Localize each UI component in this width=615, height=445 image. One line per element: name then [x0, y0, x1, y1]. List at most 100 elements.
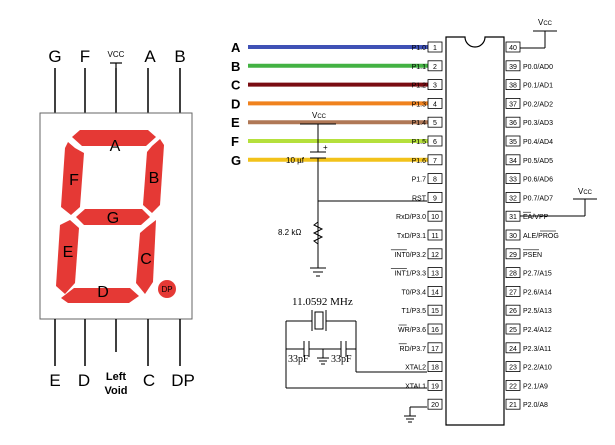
mcu-pin-number: 16 [431, 327, 439, 334]
mcu-pin-number: 5 [433, 120, 437, 127]
mcu-pin-label: RD/P3.7 [400, 346, 427, 353]
mcu-pin-number: 28 [509, 271, 517, 278]
mcu-pin-number: 1 [433, 45, 437, 52]
mcu-pin-label: P0.0/AD0 [523, 64, 553, 71]
mcu-pin-label: P0.7/AD7 [523, 195, 553, 202]
mcu-pin-label: RxD/P3.0 [396, 214, 426, 221]
mcu-pin-4: 4 P1.3 [412, 98, 443, 109]
mcu-pin-label: P1.0 [412, 45, 427, 52]
mcu-pin-number: 10 [431, 214, 439, 221]
signal-label-b: B [231, 59, 240, 74]
left-void-line-1: Left [106, 371, 127, 383]
segment-label-e: E [63, 244, 74, 261]
signal-label-g: G [231, 153, 241, 168]
pin-label-top-g: G [48, 47, 61, 66]
segment-label-a: A [110, 138, 121, 155]
mcu-pin-label: P2.1/A9 [523, 383, 548, 390]
mcu-pin-number: 15 [431, 308, 439, 315]
mcu-pin-number: 9 [433, 195, 437, 202]
mcu-pin-label: P1.5 [412, 139, 427, 146]
mcu-pin-number: 3 [433, 83, 437, 90]
mcu-pin-label: P1.3 [412, 101, 427, 108]
pin-label-bottom-e: E [49, 371, 60, 390]
mcu-pin-number: 26 [509, 308, 517, 315]
signal-line-c: C [231, 78, 432, 93]
support-circuit-labels: VCC + 10 µf 8.2 kΩ 11.0592 MHz 33pF 33pF… [278, 18, 593, 365]
mcu-pin-2: 2 P1.1 [412, 60, 443, 72]
segment-f [61, 142, 84, 215]
pin-label-top-b: B [174, 47, 185, 66]
mcu-pin-label: INT1/P3.3 [394, 271, 426, 278]
crystal-cap-left-label: 33pF [288, 354, 309, 365]
crystal-cap-right-label: 33pF [331, 354, 352, 365]
signal-line-b: B [231, 59, 432, 74]
vcc-label-pin31: VCC [578, 187, 593, 196]
mcu-pin-label: PSEN [523, 252, 542, 259]
mcu-pin-label: P2.6/A14 [523, 289, 552, 296]
mcu-pin-label: ALE/PROG [523, 233, 559, 240]
mcu-pin-number: 36 [509, 120, 517, 127]
signal-label-c: C [231, 78, 241, 93]
mcu-pin-32: 32 P0.7/AD7 [505, 191, 553, 203]
mcu-pin-26: 26 P2.5/A13 [505, 304, 552, 316]
mcu-pin-label: P2.0/A8 [523, 402, 548, 409]
mcu-pins: 1P1.02P1.13P1.24P1.35P1.46P1.57P1.68P1.7… [390, 41, 559, 410]
mcu-pin-label: P1.7 [412, 177, 427, 184]
mcu-pin-40: 40 [505, 41, 521, 53]
segment-label-f: F [69, 172, 79, 189]
mcu-pin-label: RST [412, 195, 427, 202]
left-void-line-2: Void [104, 385, 127, 397]
mcu-pin-number: 7 [433, 158, 437, 165]
mcu-pin-number: 13 [431, 271, 439, 278]
pin-label-bottom-c: C [143, 371, 155, 390]
mcu-pin-label: P1.6 [412, 158, 427, 165]
mcu-pin-label: P1.2 [412, 83, 427, 90]
mcu-pin-label: P0.4/AD4 [523, 139, 553, 146]
mcu-pin-label: P2.7/A15 [523, 271, 552, 278]
mcu-pin-number: 2 [433, 64, 437, 71]
mcu-pin-label: P1.1 [412, 64, 427, 71]
mcu-pin-label: WR/P3.6 [398, 327, 426, 334]
left-void-note: Left Void [104, 371, 127, 397]
mcu-pin-number: 11 [431, 233, 438, 240]
pin-label-top-vcc: VCC [108, 50, 125, 59]
mcu-pin-label: P2.3/A11 [523, 346, 551, 353]
mcu-pin-number: 32 [509, 195, 517, 202]
segment-e [56, 220, 79, 294]
mcu-pin-number: 4 [433, 101, 437, 108]
mcu-pin-number: 17 [431, 346, 439, 353]
support-circuit [285, 30, 597, 423]
bottom-pin-lines [54, 319, 181, 366]
mcu-pin-number: 22 [509, 383, 517, 390]
segment-dp [158, 280, 176, 298]
mcu-pin-label: P2.5/A13 [523, 308, 552, 315]
segment-label-g: G [107, 210, 119, 227]
mcu-pin-label: XTAL1 [405, 383, 426, 390]
mcu-pin-number: 35 [509, 139, 517, 146]
mcu-pin-number: 14 [431, 289, 439, 296]
segment-labels: A B C D E F G DP [63, 138, 173, 301]
vcc-label-cap: VCC [312, 111, 327, 120]
pin-label-top-f: F [80, 47, 90, 66]
mcu-body [445, 36, 505, 426]
mcu-pin-number: 33 [509, 177, 517, 184]
segments [56, 130, 176, 303]
mcu-pin-label: XTAL2 [405, 365, 426, 372]
signal-line-d: D [231, 96, 432, 111]
mcu-pin-label: EA/VPP [523, 214, 549, 221]
mcu-pin-7: 7 P1.6 [412, 154, 443, 166]
crystal-label: 11.0592 MHz [292, 296, 353, 308]
